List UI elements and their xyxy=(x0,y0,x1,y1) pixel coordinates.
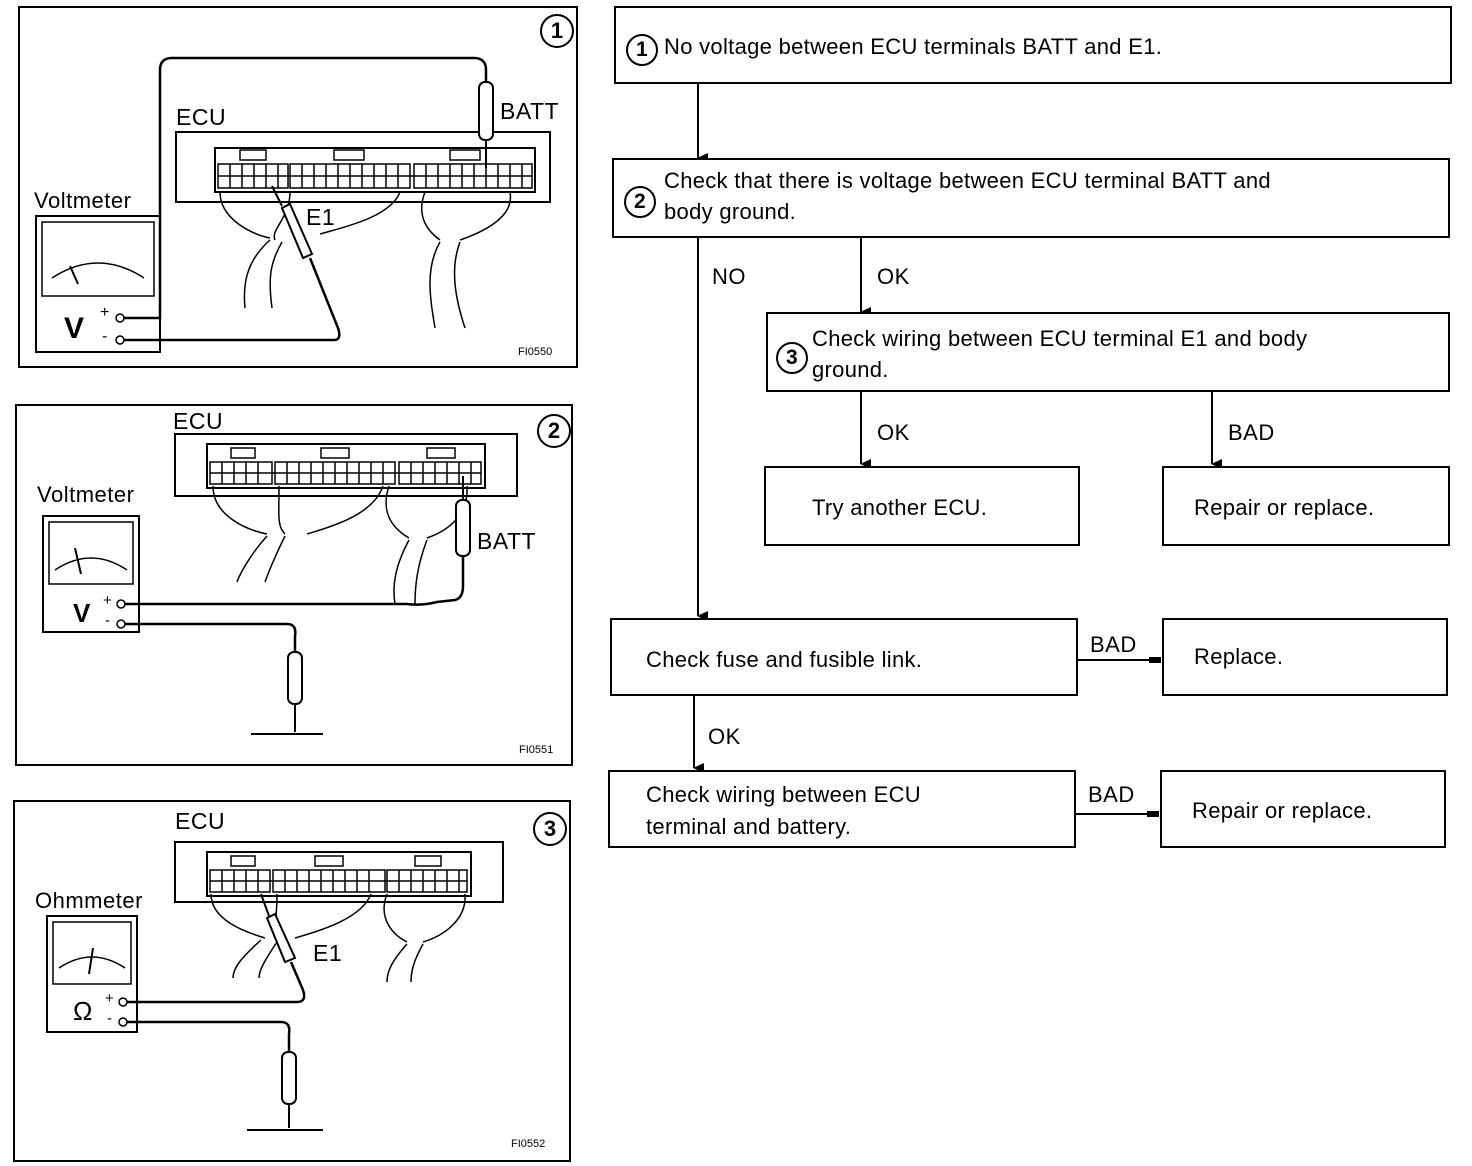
ohmmeter-label: Ohmmeter xyxy=(35,888,143,913)
batt-label: BATT xyxy=(500,98,560,124)
figure-code: FI0550 xyxy=(518,346,553,358)
try-another-ecu-box: Try another ECU. xyxy=(764,466,1080,546)
step2-number: 2 xyxy=(624,186,656,218)
meter-symbol: V xyxy=(64,312,85,345)
meter-symbol: V xyxy=(73,598,91,628)
label-ok-step3: OK xyxy=(877,420,910,445)
step3-text-line1: Check wiring between ECU terminal E1 and… xyxy=(812,326,1308,351)
ecu-label: ECU xyxy=(175,808,226,834)
diagram-panel-1: 1 ECU BATT E1 Voltmeter V + - FI0550 xyxy=(18,6,578,368)
panel-number-3: 3 xyxy=(533,812,567,846)
ecu-label: ECU xyxy=(176,104,227,130)
check-fuse-text: Check fuse and fusible link. xyxy=(646,647,923,672)
wiring-illustration-1 xyxy=(35,56,551,353)
figure-code: FI0551 xyxy=(519,744,554,756)
check-fuse-box: Check fuse and fusible link. xyxy=(610,618,1078,696)
replace-text: Replace. xyxy=(1194,644,1284,669)
step3-number: 3 xyxy=(776,342,808,374)
try-another-ecu-text: Try another ECU. xyxy=(812,495,988,520)
e1-label: E1 xyxy=(306,204,336,230)
figure-code: FI0552 xyxy=(511,1138,546,1150)
voltmeter-label: Voltmeter xyxy=(37,482,135,507)
label-ok-fuse: OK xyxy=(708,724,741,749)
replace-box: Replace. xyxy=(1162,618,1448,696)
label-no: NO xyxy=(712,264,746,289)
meter-plus: + xyxy=(100,304,110,321)
meter-symbol: Ω xyxy=(73,996,93,1026)
ecu-label: ECU xyxy=(173,408,224,434)
meter-plus: + xyxy=(105,990,115,1007)
step1-box: 1 No voltage between ECU terminals BATT … xyxy=(614,6,1452,84)
check-wiring-text-line2: terminal and battery. xyxy=(646,814,852,839)
wiring-illustration-3 xyxy=(46,841,504,1131)
repair-or-replace-text-1: Repair or replace. xyxy=(1194,495,1375,520)
step2-text-line2: body ground. xyxy=(664,199,797,224)
step3-box: 3 Check wiring between ECU terminal E1 a… xyxy=(766,312,1450,392)
label-bad-wiring: BAD xyxy=(1088,782,1135,807)
check-wiring-text-line1: Check wiring between ECU xyxy=(646,782,921,807)
label-bad-step3: BAD xyxy=(1228,420,1275,445)
meter-plus: + xyxy=(103,592,113,609)
step2-text-line1: Check that there is voltage between ECU … xyxy=(664,168,1271,193)
voltmeter-label: Voltmeter xyxy=(34,188,132,213)
meter-minus: - xyxy=(102,328,108,345)
diagram-panel-3: 3 ECU E1 Ohmmeter Ω + - FI0552 xyxy=(13,800,571,1162)
panel-number-2: 2 xyxy=(537,414,571,448)
wiring-illustration-2 xyxy=(42,433,518,735)
step1-number: 1 xyxy=(626,34,658,66)
meter-minus: - xyxy=(107,1010,113,1027)
e1-label: E1 xyxy=(313,940,343,966)
step1-text: No voltage between ECU terminals BATT an… xyxy=(664,34,1163,59)
panel-number-1: 1 xyxy=(540,14,574,48)
label-ok-step2: OK xyxy=(877,264,910,289)
diagram-panel-2: 2 ECU BATT Voltmeter V + - FI0551 xyxy=(15,404,573,766)
meter-minus: - xyxy=(105,612,111,629)
batt-label: BATT xyxy=(477,528,537,554)
check-wiring-box: Check wiring between ECU terminal and ba… xyxy=(608,770,1076,848)
repair-or-replace-text-2: Repair or replace. xyxy=(1192,798,1373,823)
label-bad-fuse: BAD xyxy=(1090,632,1137,657)
repair-or-replace-box-2: Repair or replace. xyxy=(1160,770,1446,848)
repair-or-replace-box-1: Repair or replace. xyxy=(1162,466,1450,546)
step3-text-line2: ground. xyxy=(812,357,889,382)
step2-box: 2 Check that there is voltage between EC… xyxy=(612,158,1450,238)
